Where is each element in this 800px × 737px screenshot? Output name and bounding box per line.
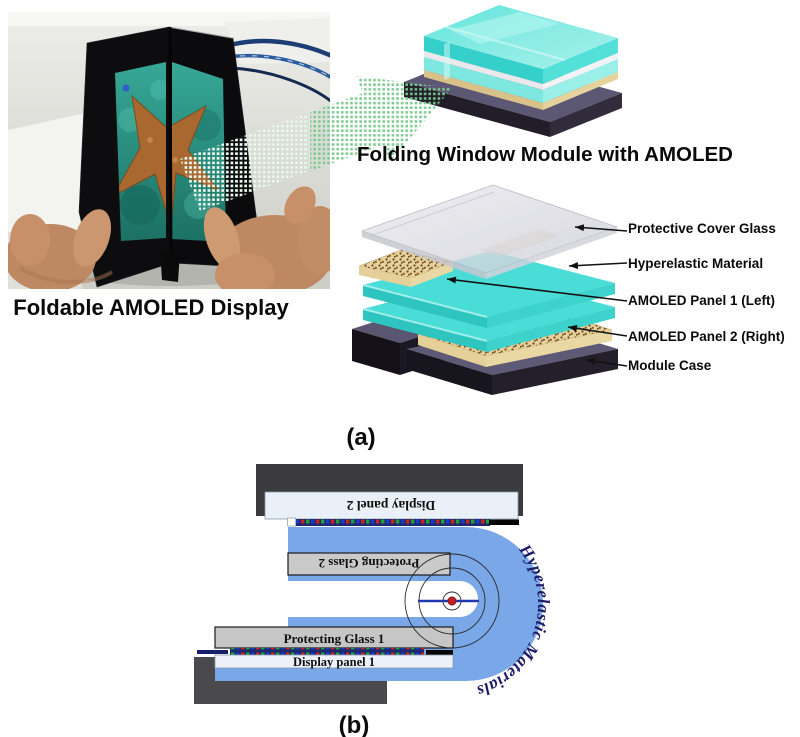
screen-content	[115, 80, 221, 229]
panel-1-lead-wire	[197, 650, 228, 654]
panel-2-driver-bar	[489, 519, 519, 525]
protecting-glass-2-label: Protecting Glass 2	[319, 556, 420, 571]
green-halftone-arrow	[180, 76, 452, 211]
arrow-to-module-case	[585, 357, 628, 367]
protecting-glass-1-label: Protecting Glass 1	[284, 631, 385, 646]
fold-air-gap	[188, 581, 478, 617]
exploded-module-3d: Protective Cover Glass Hyperelastic Mate…	[352, 184, 785, 395]
right-hand	[203, 186, 330, 289]
assembled-module-3d	[404, 5, 622, 137]
panel-a-label: (a)	[346, 424, 375, 451]
leader-arrows	[446, 224, 628, 367]
folded-cross-section: Display panel 2 Protecting Glass 2 Prote…	[188, 464, 553, 704]
panel-b-label: (b)	[339, 712, 370, 737]
cover-glass-layer	[360, 184, 619, 279]
left-hand	[8, 209, 114, 289]
panel-1-driver-bar	[426, 650, 453, 655]
label-amoled-panel-2: AMOLED Panel 2 (Right)	[628, 329, 785, 344]
display-panel-1-label: Display panel 1	[293, 655, 375, 669]
module-fold-seam	[445, 26, 566, 61]
label-hyperelastic-material: Hyperelastic Material	[628, 256, 763, 271]
pixel-strip-2	[296, 519, 490, 526]
label-protective-cover-glass: Protective Cover Glass	[628, 221, 776, 236]
starfish-graphic	[115, 94, 220, 229]
photo-caption: Foldable AMOLED Display	[13, 295, 289, 320]
power-cables	[225, 38, 330, 103]
display-panel-2-label: Display panel 2	[346, 498, 435, 513]
pixel-strip-1	[230, 648, 424, 655]
exploded-labels: Protective Cover Glass Hyperelastic Mate…	[628, 221, 785, 373]
arrow-to-amoled-panel-2	[567, 324, 628, 337]
bend-center-dot	[447, 596, 457, 606]
label-module-case: Module Case	[628, 358, 712, 373]
arrow-to-amoled-panel-1	[446, 276, 628, 302]
panel-2-end-cap	[287, 517, 296, 527]
protecting-glass-2-bar	[287, 552, 451, 576]
label-amoled-panel-1: AMOLED Panel 1 (Left)	[628, 293, 775, 308]
arrow-to-cover-glass	[574, 224, 628, 232]
display-panel-1-bar	[214, 654, 454, 669]
module-title: Folding Window Module with AMOLED	[357, 143, 733, 166]
arrow-to-hyperelastic	[568, 262, 628, 270]
